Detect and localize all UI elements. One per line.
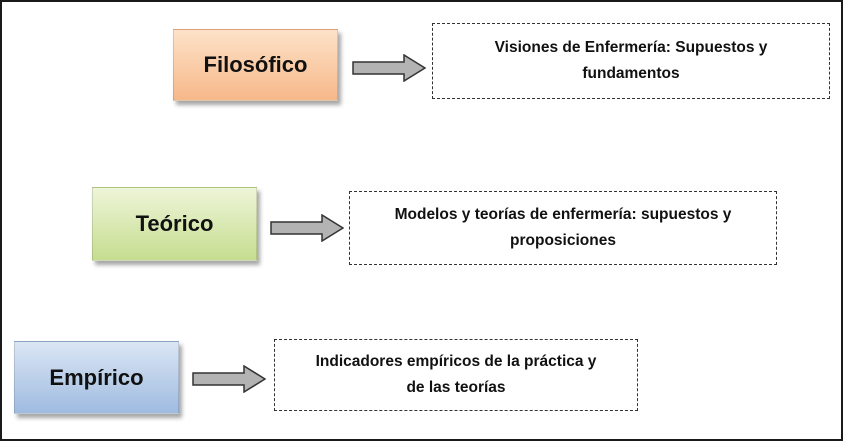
right-arrow-icon [192,365,266,393]
description-line: Visiones de Enfermería: Supuestos y [494,39,768,56]
description-line: fundamentos [582,65,680,82]
description-line: de las teorías [406,379,506,396]
description-line: Modelos y teorías de enfermería: supuest… [394,206,732,223]
level-label-teorico: Teórico [135,211,214,236]
level-label-filosofico: Filosófico [203,52,308,77]
description-box-teorico: Modelos y teorías de enfermería: supuest… [349,191,777,265]
description-box-filosofico: Visiones de Enfermería: Supuestos y fund… [432,23,830,99]
level-box-teorico: Teórico [92,187,257,261]
right-arrow-icon [352,54,426,82]
right-arrow-icon [270,214,344,242]
description-box-empirico: Indicadores empíricos de la práctica y d… [274,339,638,411]
level-box-empirico: Empírico [14,341,179,414]
description-line: Indicadores empíricos de la práctica y [315,353,597,370]
level-box-filosofico: Filosófico [173,29,338,101]
description-line: proposiciones [510,232,616,249]
level-label-empirico: Empírico [49,364,144,390]
